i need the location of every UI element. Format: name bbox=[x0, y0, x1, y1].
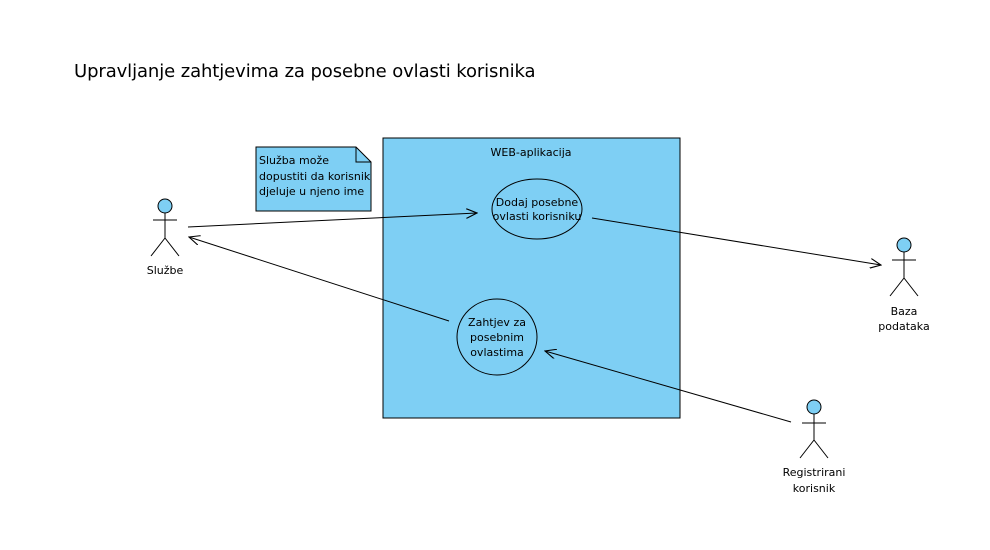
use-case-request-ellipse bbox=[456, 298, 538, 376]
actor-registrirani-label-line-1: Registrirani bbox=[783, 466, 846, 479]
association-request-to-sluzbe[interactable] bbox=[189, 237, 450, 322]
actor-registrirani-korisnik[interactable]: Registrirani korisnik bbox=[783, 399, 846, 495]
actor-registrirani-leg-left bbox=[799, 439, 815, 459]
note[interactable]: Služba može dopustiti da korisnik djeluj… bbox=[255, 146, 372, 212]
actor-baza-head bbox=[896, 237, 912, 253]
actor-sluzbe-leg-left bbox=[150, 237, 166, 257]
association-add-to-baza[interactable] bbox=[591, 217, 881, 265]
actor-baza-leg-left bbox=[889, 277, 905, 297]
actor-baza-leg-right bbox=[903, 277, 919, 297]
actor-baza-podataka[interactable]: Baza podataka bbox=[878, 237, 930, 333]
note-fold bbox=[355, 147, 371, 163]
use-case-add-privileges[interactable]: Dodaj posebne ovlasti korisniku bbox=[491, 178, 583, 240]
use-case-add-ellipse bbox=[491, 178, 583, 240]
system-boundary-box bbox=[382, 137, 681, 419]
association-registrirani-to-request[interactable] bbox=[545, 351, 792, 423]
actor-baza-label-line-2: podataka bbox=[878, 320, 929, 333]
use-case-add-line-1: Dodaj posebne bbox=[496, 196, 579, 209]
association-sluzbe-to-add[interactable] bbox=[187, 213, 477, 228]
use-case-request-line-2: posebnim bbox=[470, 331, 524, 344]
actor-registrirani-head bbox=[806, 399, 822, 415]
note-line-2: dopustiti da korisnik bbox=[259, 170, 371, 183]
use-case-request-privileges[interactable]: Zahtjev za posebnim ovlastima bbox=[456, 298, 538, 376]
actor-registrirani-leg-right bbox=[813, 439, 829, 459]
diagram-title: Upravljanje zahtjevima za posebne ovlast… bbox=[74, 61, 536, 82]
actor-baza-label-line-1: Baza bbox=[891, 305, 918, 318]
use-case-request-line-1: Zahtjev za bbox=[468, 316, 526, 329]
actor-sluzbe-head bbox=[157, 198, 173, 214]
note-line-1: Služba može bbox=[259, 154, 329, 167]
actor-sluzbe-label: Službe bbox=[147, 264, 184, 277]
actor-registrirani-label-line-2: korisnik bbox=[793, 482, 836, 495]
system-boundary[interactable]: WEB-aplikacija bbox=[382, 137, 681, 419]
note-shape bbox=[255, 146, 372, 212]
actor-sluzbe-leg-right bbox=[164, 237, 180, 257]
system-label: WEB-aplikacija bbox=[491, 146, 572, 159]
note-line-3: djeluje u njeno ime bbox=[259, 185, 364, 198]
use-case-add-line-2: ovlasti korisniku bbox=[493, 210, 582, 223]
use-case-request-line-3: ovlastima bbox=[470, 346, 524, 359]
actor-sluzbe[interactable]: Službe bbox=[147, 198, 184, 277]
